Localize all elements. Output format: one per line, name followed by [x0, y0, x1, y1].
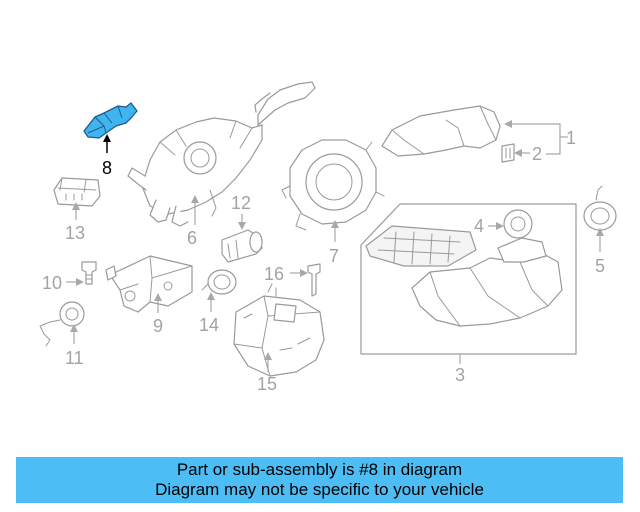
leader-14-arrow: [207, 292, 215, 300]
leader-16-arrow: [300, 269, 308, 277]
callout-11[interactable]: 11: [65, 348, 84, 368]
part-10-bolt[interactable]: [81, 261, 97, 285]
callout-5[interactable]: 5: [595, 256, 605, 276]
callout-13[interactable]: 13: [65, 223, 85, 243]
part-7-clock-spring[interactable]: [281, 139, 385, 231]
callout-8[interactable]: 8: [102, 158, 112, 178]
leader-2-arrow: [514, 149, 522, 157]
leader-4-arrow: [496, 222, 504, 230]
callout-3[interactable]: 3: [455, 365, 465, 385]
leader-6-arrow: [191, 195, 199, 203]
leader-5-arrow: [596, 228, 604, 236]
info-banner: Part or sub-assembly is #8 in diagram Di…: [16, 457, 623, 503]
callout-16[interactable]: 16: [264, 264, 284, 284]
part-14-ring[interactable]: [201, 269, 237, 295]
callout-7[interactable]: 7: [329, 246, 339, 266]
part-13-module[interactable]: [53, 177, 101, 207]
part-2-clip[interactable]: [501, 143, 515, 163]
callout-1[interactable]: 1: [566, 128, 576, 148]
leader-8-arrow: [103, 134, 111, 142]
part-12-cylinder[interactable]: [221, 229, 263, 263]
leader-11-arrow: [70, 324, 78, 332]
leader-13-arrow: [72, 202, 80, 210]
banner-line-1: Part or sub-assembly is #8 in diagram: [176, 460, 463, 479]
leader-1: [508, 123, 561, 155]
leader-12-arrow: [238, 222, 246, 230]
part-8-switch[interactable]: [83, 102, 138, 139]
callout-6[interactable]: 6: [187, 228, 197, 248]
banner-line-2: Diagram may not be specific to your vehi…: [155, 480, 484, 499]
callout-10[interactable]: 10: [42, 273, 62, 293]
part-9-bracket[interactable]: [105, 255, 193, 313]
callout-14[interactable]: 14: [199, 315, 219, 335]
callout-2[interactable]: 2: [532, 144, 542, 164]
leader-15-arrow: [264, 352, 272, 360]
part-16-clip[interactable]: [307, 263, 321, 297]
part-15-control-module[interactable]: [233, 283, 325, 377]
leader-10-arrow: [76, 278, 84, 286]
callout-9[interactable]: 9: [153, 316, 163, 336]
part-4-knob[interactable]: [503, 209, 533, 239]
callout-4[interactable]: 4: [474, 216, 484, 236]
leader-1-arrow: [504, 120, 512, 128]
callout-12[interactable]: 12: [231, 193, 251, 213]
part-5-ring-connector[interactable]: [583, 185, 617, 231]
part-1-upper-cover[interactable]: [381, 105, 501, 157]
parts-diagram: 8 6 13 12 10: [39, 81, 617, 394]
leader-9-arrow: [154, 293, 162, 301]
callout-15[interactable]: 15: [257, 374, 277, 394]
part-6-combination-switch[interactable]: [127, 81, 316, 227]
part-11-connector[interactable]: [39, 301, 85, 347]
part-3-lower-cover-assembly[interactable]: [360, 203, 577, 355]
leader-7-arrow: [331, 220, 339, 228]
